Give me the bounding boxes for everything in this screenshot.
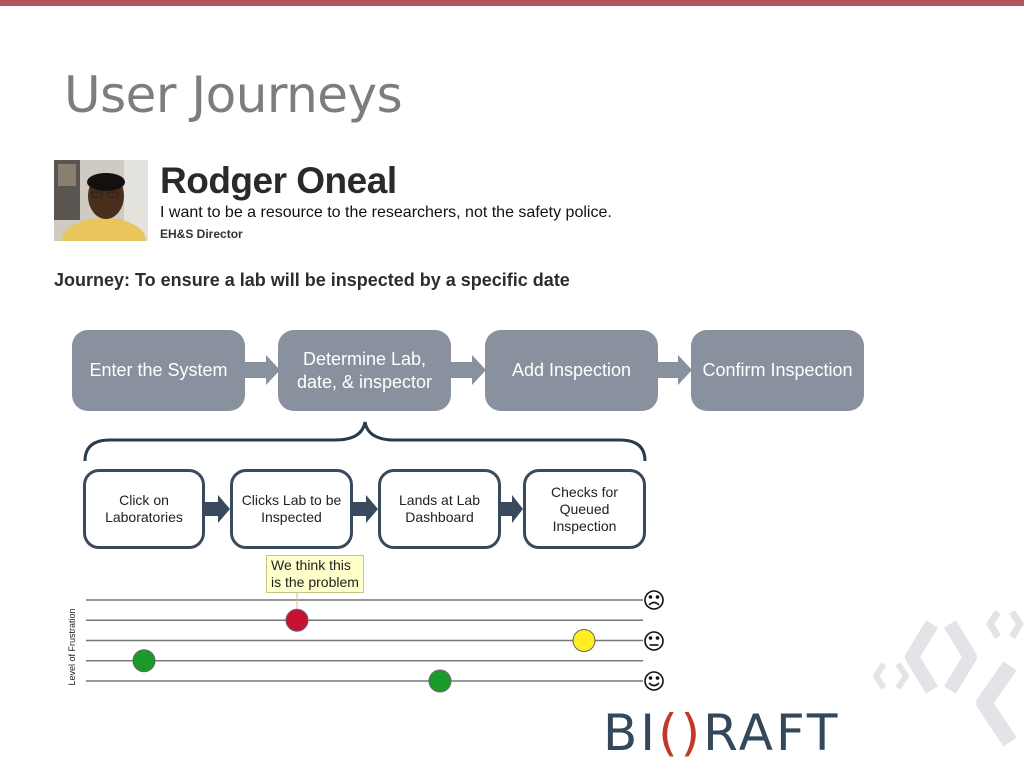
- arrow-icon: [205, 495, 230, 523]
- step-text: Checks for: [551, 483, 618, 500]
- logo-accent: (): [658, 704, 704, 762]
- step-text: Lands at Lab: [399, 492, 480, 508]
- persona-quote: I want to be a resource to the researche…: [160, 204, 612, 221]
- arrow-icon: [658, 355, 692, 385]
- sad-face-icon: [644, 590, 664, 610]
- step-text: Clicks Lab to be: [241, 492, 342, 508]
- stage-add-inspection: Add Inspection: [485, 330, 658, 411]
- frustration-axis-label: Level of Frustration: [67, 608, 77, 686]
- step-click-laboratories: Click on Laboratories: [83, 469, 205, 549]
- callout-text: We think this: [271, 557, 351, 573]
- frustration-points: [132, 608, 596, 693]
- stage-label-line1: Determine Lab,: [302, 348, 427, 369]
- face-icons: [644, 590, 664, 691]
- logo-post: RAFT: [703, 704, 841, 762]
- neutral-face-icon: [644, 631, 664, 651]
- persona-photo: [54, 160, 148, 241]
- stage-enter-system: Enter the System: [72, 330, 245, 411]
- frustration-point: [285, 608, 309, 632]
- step-text: Inspected: [261, 509, 322, 525]
- arrow-icon: [353, 495, 378, 523]
- callout-text: is the problem: [271, 574, 359, 590]
- problem-callout: We think this is the problem: [266, 555, 364, 593]
- persona-role: EH&S Director: [160, 227, 243, 241]
- frustration-level-lines: [86, 599, 643, 682]
- step-checks-queued: Checks for Queued Inspection: [523, 469, 646, 549]
- happy-face-icon: [644, 671, 664, 691]
- frustration-point: [572, 629, 596, 652]
- arrow-icon: [245, 355, 280, 385]
- step-text: Laboratories: [105, 509, 183, 525]
- logo-pre: BI: [603, 704, 659, 762]
- top-accent-bar: [0, 0, 1024, 6]
- stage-determine-lab: Determine Lab, date, & inspector: [278, 330, 451, 411]
- stage-confirm-inspection: Confirm Inspection: [691, 330, 864, 411]
- persona-name: Rodger Oneal: [160, 160, 397, 201]
- step-clicks-lab: Clicks Lab to be Inspected: [230, 469, 353, 549]
- stage-label: Add Inspection: [511, 360, 632, 380]
- stage-label: Enter the System: [89, 360, 228, 380]
- frustration-point: [428, 669, 452, 693]
- step-text: Click on: [119, 492, 169, 508]
- arrow-icon: [501, 495, 523, 523]
- step-text: Dashboard: [405, 509, 474, 525]
- hex-decoration-icon: [873, 610, 1024, 747]
- step-text: Queued: [559, 500, 610, 517]
- group-brace: [83, 421, 647, 462]
- journey-label: Journey: To ensure a lab will be inspect…: [54, 270, 570, 290]
- stage-label: Confirm Inspection: [702, 360, 853, 380]
- arrow-icon: [451, 355, 486, 385]
- bioraft-logo: BI()RAFT: [603, 704, 840, 762]
- stage-label-line2: date, & inspector: [296, 371, 433, 392]
- frustration-point: [132, 649, 156, 673]
- step-text: Inspection: [552, 517, 617, 534]
- step-lands-dashboard: Lands at Lab Dashboard: [378, 469, 501, 549]
- slide-title: User Journeys: [64, 66, 403, 124]
